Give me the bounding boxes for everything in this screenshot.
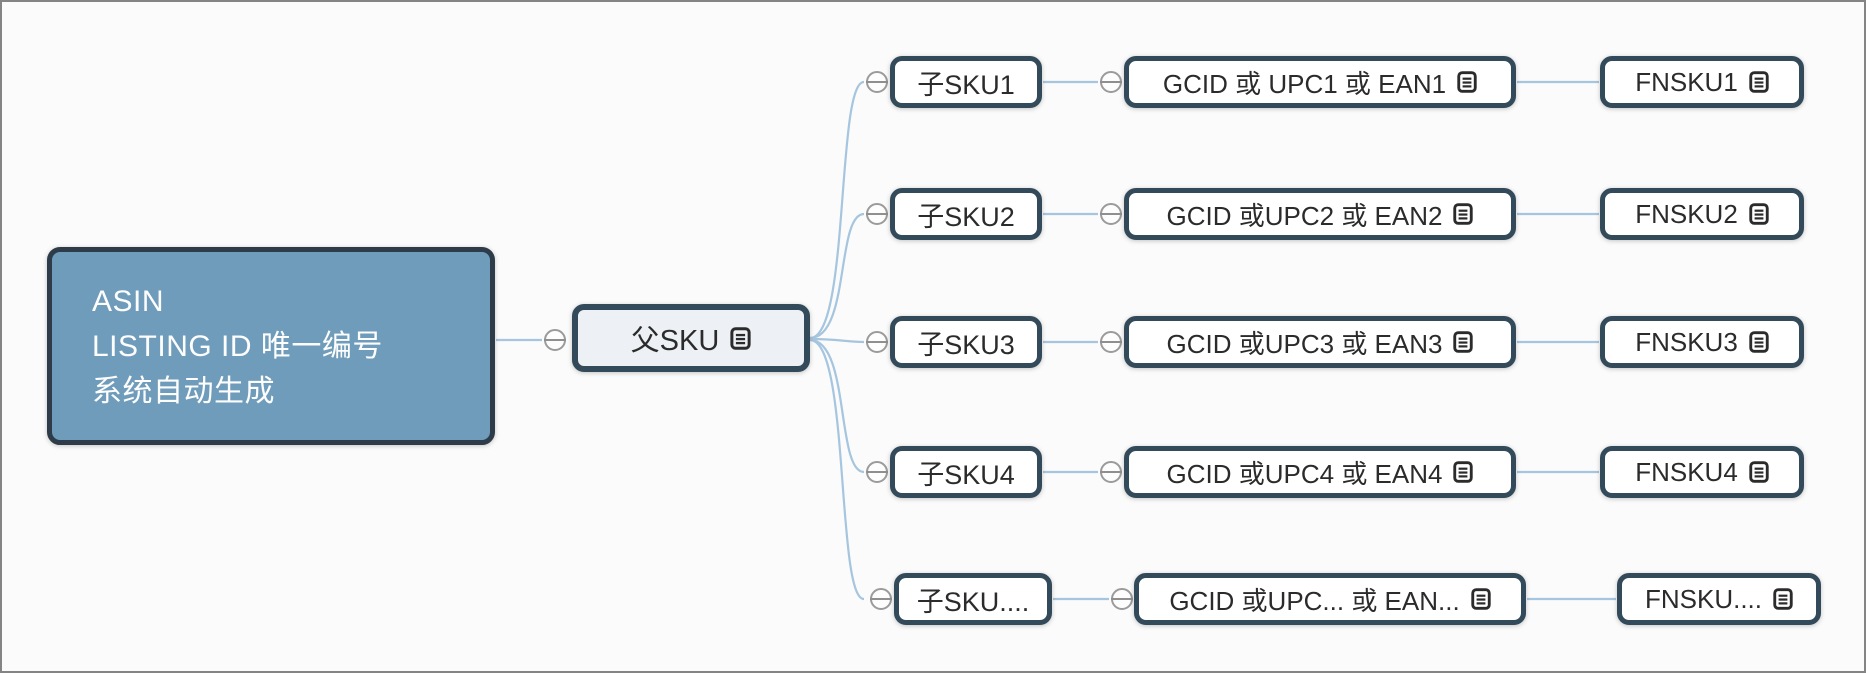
- notes-icon[interactable]: [1453, 203, 1474, 225]
- topic-child-sku[interactable]: 子SKU....: [894, 573, 1052, 625]
- notes-icon[interactable]: [1749, 203, 1769, 225]
- notes-icon[interactable]: [1453, 331, 1474, 353]
- topic-product-code[interactable]: GCID 或UPC... 或 EAN...: [1134, 573, 1526, 625]
- collapse-minus-icon[interactable]: [1099, 70, 1123, 94]
- topic-child-sku[interactable]: 子SKU2: [890, 188, 1042, 240]
- collapse-minus-icon[interactable]: [865, 330, 889, 354]
- collapse-minus-icon[interactable]: [865, 202, 889, 226]
- topic-fnsku[interactable]: FNSKU3: [1600, 316, 1804, 368]
- topic-label: 子SKU1: [917, 69, 1015, 100]
- collapse-minus-icon[interactable]: [865, 460, 889, 484]
- notes-icon[interactable]: [1471, 588, 1491, 610]
- topic-label: GCID 或 UPC1 或 EAN1: [1162, 68, 1447, 99]
- topic-label: 父SKU: [630, 325, 720, 357]
- collapse-minus-icon[interactable]: [865, 70, 889, 94]
- topic-parent-sku[interactable]: 父SKU: [572, 304, 810, 372]
- topic-label: FNSKU3: [1635, 326, 1738, 357]
- collapse-minus-icon[interactable]: [1099, 330, 1123, 354]
- topic-label: 子SKU4: [917, 459, 1015, 490]
- topic-product-code[interactable]: GCID 或UPC4 或 EAN4: [1124, 446, 1516, 498]
- notes-icon[interactable]: [1457, 71, 1477, 93]
- topic-fnsku[interactable]: FNSKU....: [1617, 573, 1821, 625]
- topic-label: FNSKU....: [1644, 583, 1762, 614]
- topic-fnsku[interactable]: FNSKU1: [1600, 56, 1804, 108]
- topic-product-code[interactable]: GCID 或UPC3 或 EAN3: [1124, 316, 1516, 368]
- notes-icon[interactable]: [1453, 461, 1474, 483]
- topic-product-code[interactable]: GCID 或 UPC1 或 EAN1: [1124, 56, 1516, 108]
- topic-label: 子SKU3: [917, 329, 1015, 360]
- notes-icon[interactable]: [1749, 71, 1769, 93]
- notes-icon[interactable]: [1749, 461, 1769, 483]
- topic-label: GCID 或UPC4 或 EAN4: [1166, 458, 1443, 489]
- topic-label: GCID 或UPC3 或 EAN3: [1166, 328, 1443, 359]
- root-topic-text-line: LISTING ID 唯一编号: [92, 329, 383, 363]
- topic-child-sku[interactable]: 子SKU4: [890, 446, 1042, 498]
- collapse-minus-icon[interactable]: [869, 587, 893, 611]
- root-topic-text-line: 系统自动生成: [92, 374, 275, 408]
- notes-icon[interactable]: [730, 326, 751, 350]
- topic-fnsku[interactable]: FNSKU4: [1600, 446, 1804, 498]
- root-topic-asin[interactable]: ASIN LISTING ID 唯一编号 系统自动生成: [47, 247, 495, 445]
- topic-label: GCID 或UPC2 或 EAN2: [1166, 200, 1443, 231]
- collapse-minus-icon[interactable]: [543, 328, 567, 352]
- topic-fnsku[interactable]: FNSKU2: [1600, 188, 1804, 240]
- topic-child-sku[interactable]: 子SKU3: [890, 316, 1042, 368]
- topic-child-sku[interactable]: 子SKU1: [890, 56, 1042, 108]
- root-topic-text-line: ASIN: [92, 284, 165, 318]
- notes-icon[interactable]: [1749, 331, 1769, 353]
- collapse-minus-icon[interactable]: [1110, 587, 1134, 611]
- topic-label: FNSKU1: [1635, 66, 1738, 97]
- topic-label: FNSKU4: [1635, 456, 1738, 487]
- topic-label: 子SKU....: [916, 586, 1030, 617]
- topic-label: FNSKU2: [1635, 198, 1738, 229]
- topic-label: 子SKU2: [917, 201, 1015, 232]
- collapse-minus-icon[interactable]: [1099, 460, 1123, 484]
- topic-product-code[interactable]: GCID 或UPC2 或 EAN2: [1124, 188, 1516, 240]
- notes-icon[interactable]: [1773, 588, 1793, 610]
- collapse-minus-icon[interactable]: [1099, 202, 1123, 226]
- topic-label: GCID 或UPC... 或 EAN...: [1169, 585, 1460, 616]
